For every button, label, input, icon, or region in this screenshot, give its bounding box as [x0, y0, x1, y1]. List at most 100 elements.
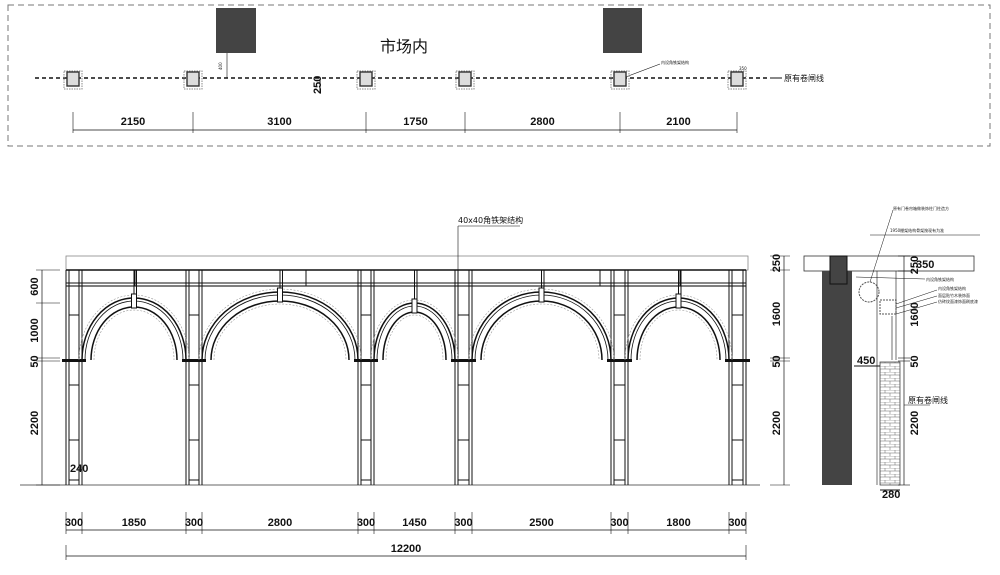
- section-base-dim: 280: [882, 489, 900, 501]
- section-note-1: 1950棚架结构骨架按现有为准: [890, 227, 944, 233]
- plan-shutter-label: 原有卷闸线: [784, 73, 824, 83]
- note-leader-5: [895, 301, 938, 315]
- arch-5-ring: [636, 306, 721, 361]
- spring-line-plate: [182, 359, 206, 362]
- left-dim: 2200: [29, 411, 41, 435]
- plan-span-dim: 2150: [121, 116, 145, 128]
- plan-post: [66, 71, 80, 87]
- section-dim: 50: [909, 355, 921, 367]
- front-elevation: 40x40角铁架结构 600 1000 50 2200 250 1600 50 2200 300…: [20, 215, 790, 560]
- section-wall: [822, 271, 852, 485]
- bottom-dim: 1850: [122, 517, 146, 529]
- plan-post-outline: [63, 70, 83, 90]
- spring-line-plate: [354, 359, 378, 362]
- plan-post: [458, 71, 472, 87]
- brick-base: [879, 361, 901, 486]
- arch-2-ring: [204, 294, 356, 361]
- section-dim: 250: [909, 256, 921, 274]
- plan-pillar-right: [603, 8, 642, 53]
- arch-2-ring: [213, 303, 347, 361]
- section-slab: [803, 255, 975, 272]
- note-leader-4: [895, 295, 938, 309]
- right-dim: 250: [771, 254, 783, 272]
- left-dim: 1000: [29, 318, 41, 342]
- arch-5-ring: [630, 300, 727, 361]
- plan-post-outline: [455, 70, 475, 90]
- plan-boundary: [7, 4, 991, 147]
- plan-post: [359, 71, 373, 87]
- section-top-dim: 350: [916, 259, 934, 271]
- spring-line-plate: [725, 359, 750, 362]
- spring-line-plate: [62, 359, 86, 362]
- bottom-dim: 300: [728, 517, 746, 529]
- bottom-dim: 300: [65, 517, 83, 529]
- total-dim: 12200: [391, 543, 422, 555]
- arch-5-ring: [624, 294, 733, 361]
- arch-3-ring: [382, 311, 447, 361]
- plan-post: [186, 71, 200, 87]
- arch-1-ring: [90, 306, 178, 361]
- plan-post-outline: [727, 70, 747, 90]
- arch-4-ring: [474, 294, 609, 361]
- arch-1-ring: [78, 294, 190, 361]
- plan-post-outline: [356, 70, 376, 90]
- note-leader-2: [855, 276, 926, 280]
- plan-pillar-left: [216, 8, 256, 53]
- right-dim: 1600: [771, 302, 783, 326]
- arch-2-keystone: [277, 287, 283, 303]
- right-dim: 50: [771, 355, 783, 367]
- plan-span-dim: 2800: [530, 116, 554, 128]
- section-shutter-label: 原有卷闸线: [908, 395, 948, 405]
- plan-note: 内设角铁架结构: [661, 59, 689, 65]
- section-box: [879, 299, 897, 315]
- structure-label: 40x40角铁架结构: [458, 215, 523, 225]
- spring-line-plate: [451, 359, 476, 362]
- arch-4-ring: [483, 303, 600, 361]
- section-note-4: 面层贴竹木装饰面: [938, 292, 970, 298]
- plan-post-outline: [183, 70, 203, 90]
- bottom-dim: 2800: [268, 517, 292, 529]
- section-beam: [829, 255, 848, 285]
- plan-offset-dim: 250: [312, 76, 324, 94]
- section-note-5: 仿砖纹面漆饰面刷底漆: [938, 298, 978, 304]
- note-leader-0: [869, 209, 894, 283]
- arch-5-ring: [639, 309, 718, 361]
- section-dim: 2200: [909, 411, 921, 435]
- section-dim: 1600: [909, 302, 921, 326]
- plan-title: 市场内: [380, 37, 428, 56]
- side-section: 450 280 原有卷闸线 350 原有门卷帘箱做装饰柱门柱造方 1950棚架结…: [803, 205, 980, 501]
- bottom-dim: 1450: [402, 517, 426, 529]
- note-leader-3: [895, 289, 938, 305]
- bottom-dim: 300: [185, 517, 203, 529]
- arch-3-keystone: [411, 298, 418, 314]
- right-dim: 2200: [771, 411, 783, 435]
- left-dim: 600: [29, 277, 41, 295]
- plan-small-dim-a: 400: [218, 62, 223, 70]
- section-note-0: 原有门卷帘箱做装饰柱门柱造方: [893, 205, 949, 211]
- bottom-dim: 300: [454, 517, 472, 529]
- plan-span-dim: 3100: [267, 116, 291, 128]
- plan-span-dim: 2100: [666, 116, 690, 128]
- column-note: 240: [70, 463, 88, 475]
- plan-span-dim: 1750: [403, 116, 427, 128]
- plan-view: 市场内 原有卷闸线 400 350 内设角铁架结构 250 2150 3100 17…: [7, 4, 991, 147]
- arch-5-keystone: [675, 293, 682, 309]
- bottom-dim: 300: [610, 517, 628, 529]
- arch-1-ring: [93, 309, 175, 361]
- plan-small-dim-b: 350: [739, 66, 747, 71]
- section-note-2: 内设角铁架结构: [926, 276, 954, 282]
- plan-post: [613, 71, 627, 87]
- roof-slab: [65, 255, 749, 271]
- bottom-dim: 300: [357, 517, 375, 529]
- arch-4-keystone: [538, 287, 545, 303]
- section-depth-dim: 450: [857, 355, 875, 367]
- spring-line-plate: [607, 359, 632, 362]
- bottom-dim: 2500: [529, 517, 553, 529]
- bottom-dim: 1800: [666, 517, 690, 529]
- section-note-3: 内设角铁架结构: [938, 285, 966, 291]
- left-dim: 50: [29, 355, 41, 367]
- plan-post-outline: [610, 70, 630, 90]
- shutter-box-icon: [858, 281, 880, 303]
- arch-1-keystone: [131, 293, 137, 309]
